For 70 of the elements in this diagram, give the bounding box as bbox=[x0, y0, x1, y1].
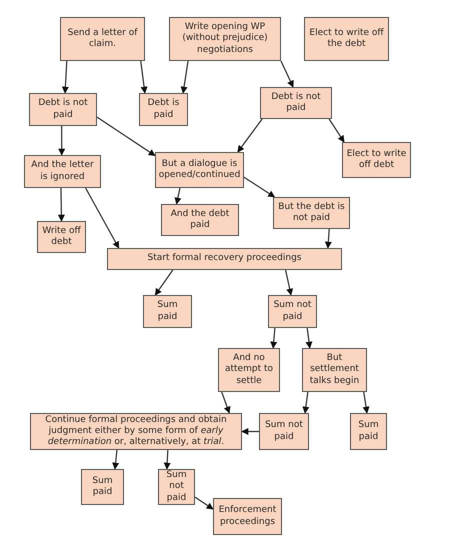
arrow bbox=[221, 392, 230, 414]
process-box bbox=[155, 152, 244, 188]
process-box bbox=[260, 87, 332, 119]
arrow bbox=[306, 328, 312, 349]
arrow bbox=[244, 176, 276, 198]
arrow bbox=[241, 428, 259, 435]
process-box bbox=[161, 204, 239, 236]
box-text: Debt is not paid bbox=[37, 98, 89, 121]
arrow bbox=[154, 270, 174, 296]
process-box bbox=[213, 498, 282, 535]
process-box bbox=[342, 142, 411, 178]
arrow bbox=[362, 392, 370, 414]
process-box bbox=[139, 93, 188, 126]
process-box bbox=[81, 469, 124, 505]
process-box bbox=[30, 413, 242, 450]
arrow bbox=[58, 188, 65, 222]
box-text: Continue formal proceedings and obtain judgment either by some form of early determination or, alternatively, at trial. bbox=[44, 414, 228, 448]
box-text: And the letter is ignored bbox=[30, 160, 95, 183]
process-box bbox=[350, 413, 387, 450]
process-box bbox=[218, 348, 280, 392]
box-text: Enforcement proceedings bbox=[218, 505, 278, 528]
box-text: Write off debt bbox=[41, 226, 82, 248]
arrow bbox=[112, 450, 120, 470]
box-text: Sum paid bbox=[91, 476, 114, 498]
process-box bbox=[169, 17, 281, 61]
arrow bbox=[58, 126, 66, 156]
box-text: But settlement talks begin bbox=[308, 353, 360, 387]
arrow bbox=[237, 118, 263, 153]
arrow bbox=[328, 118, 345, 143]
arrow bbox=[302, 392, 310, 414]
arrow bbox=[62, 60, 69, 94]
arrow bbox=[140, 60, 148, 94]
box-text: Elect to write off debt bbox=[346, 148, 407, 172]
process-box bbox=[268, 295, 317, 328]
process-box bbox=[273, 197, 350, 229]
box-text: And the debt paid bbox=[170, 208, 230, 232]
process-box bbox=[259, 413, 309, 450]
arrow bbox=[180, 60, 189, 94]
arrow bbox=[174, 188, 182, 205]
box-text: Sum not paid bbox=[264, 420, 304, 443]
box-text: Debt is not paid bbox=[270, 92, 322, 114]
box-text: Sum paid bbox=[357, 420, 380, 443]
arrow bbox=[96, 116, 156, 156]
process-box bbox=[107, 248, 342, 270]
arrow bbox=[285, 270, 294, 296]
arrow bbox=[324, 228, 332, 249]
box-text: Elect to write off the debt bbox=[308, 28, 385, 50]
process-box bbox=[37, 221, 86, 253]
box-text: Write opening WP (without prejudice) negotiations bbox=[181, 22, 269, 56]
box-text: Debt is paid bbox=[146, 98, 180, 121]
box-text: Sum paid bbox=[156, 300, 179, 323]
box-text: Sum not paid bbox=[272, 300, 312, 323]
arrow bbox=[270, 328, 278, 349]
arrow bbox=[85, 188, 120, 249]
arrow bbox=[280, 60, 294, 88]
arrow bbox=[194, 496, 214, 510]
process-box bbox=[29, 93, 97, 126]
box-text: But a dialogue is opened/continued bbox=[158, 158, 240, 182]
box-text: And no attempt to settle bbox=[224, 353, 274, 387]
box-text: Sum not paid bbox=[165, 470, 188, 504]
process-box bbox=[158, 469, 195, 505]
box-text: Start formal recovery proceedings bbox=[147, 253, 302, 265]
process-box bbox=[304, 17, 389, 61]
box-text: But the debt is not paid bbox=[277, 202, 346, 224]
arrow bbox=[164, 450, 171, 470]
process-box bbox=[302, 348, 367, 392]
process-box bbox=[60, 17, 145, 61]
process-box bbox=[143, 295, 192, 328]
process-box bbox=[24, 155, 101, 188]
box-text: Send a letter of claim. bbox=[66, 28, 138, 50]
